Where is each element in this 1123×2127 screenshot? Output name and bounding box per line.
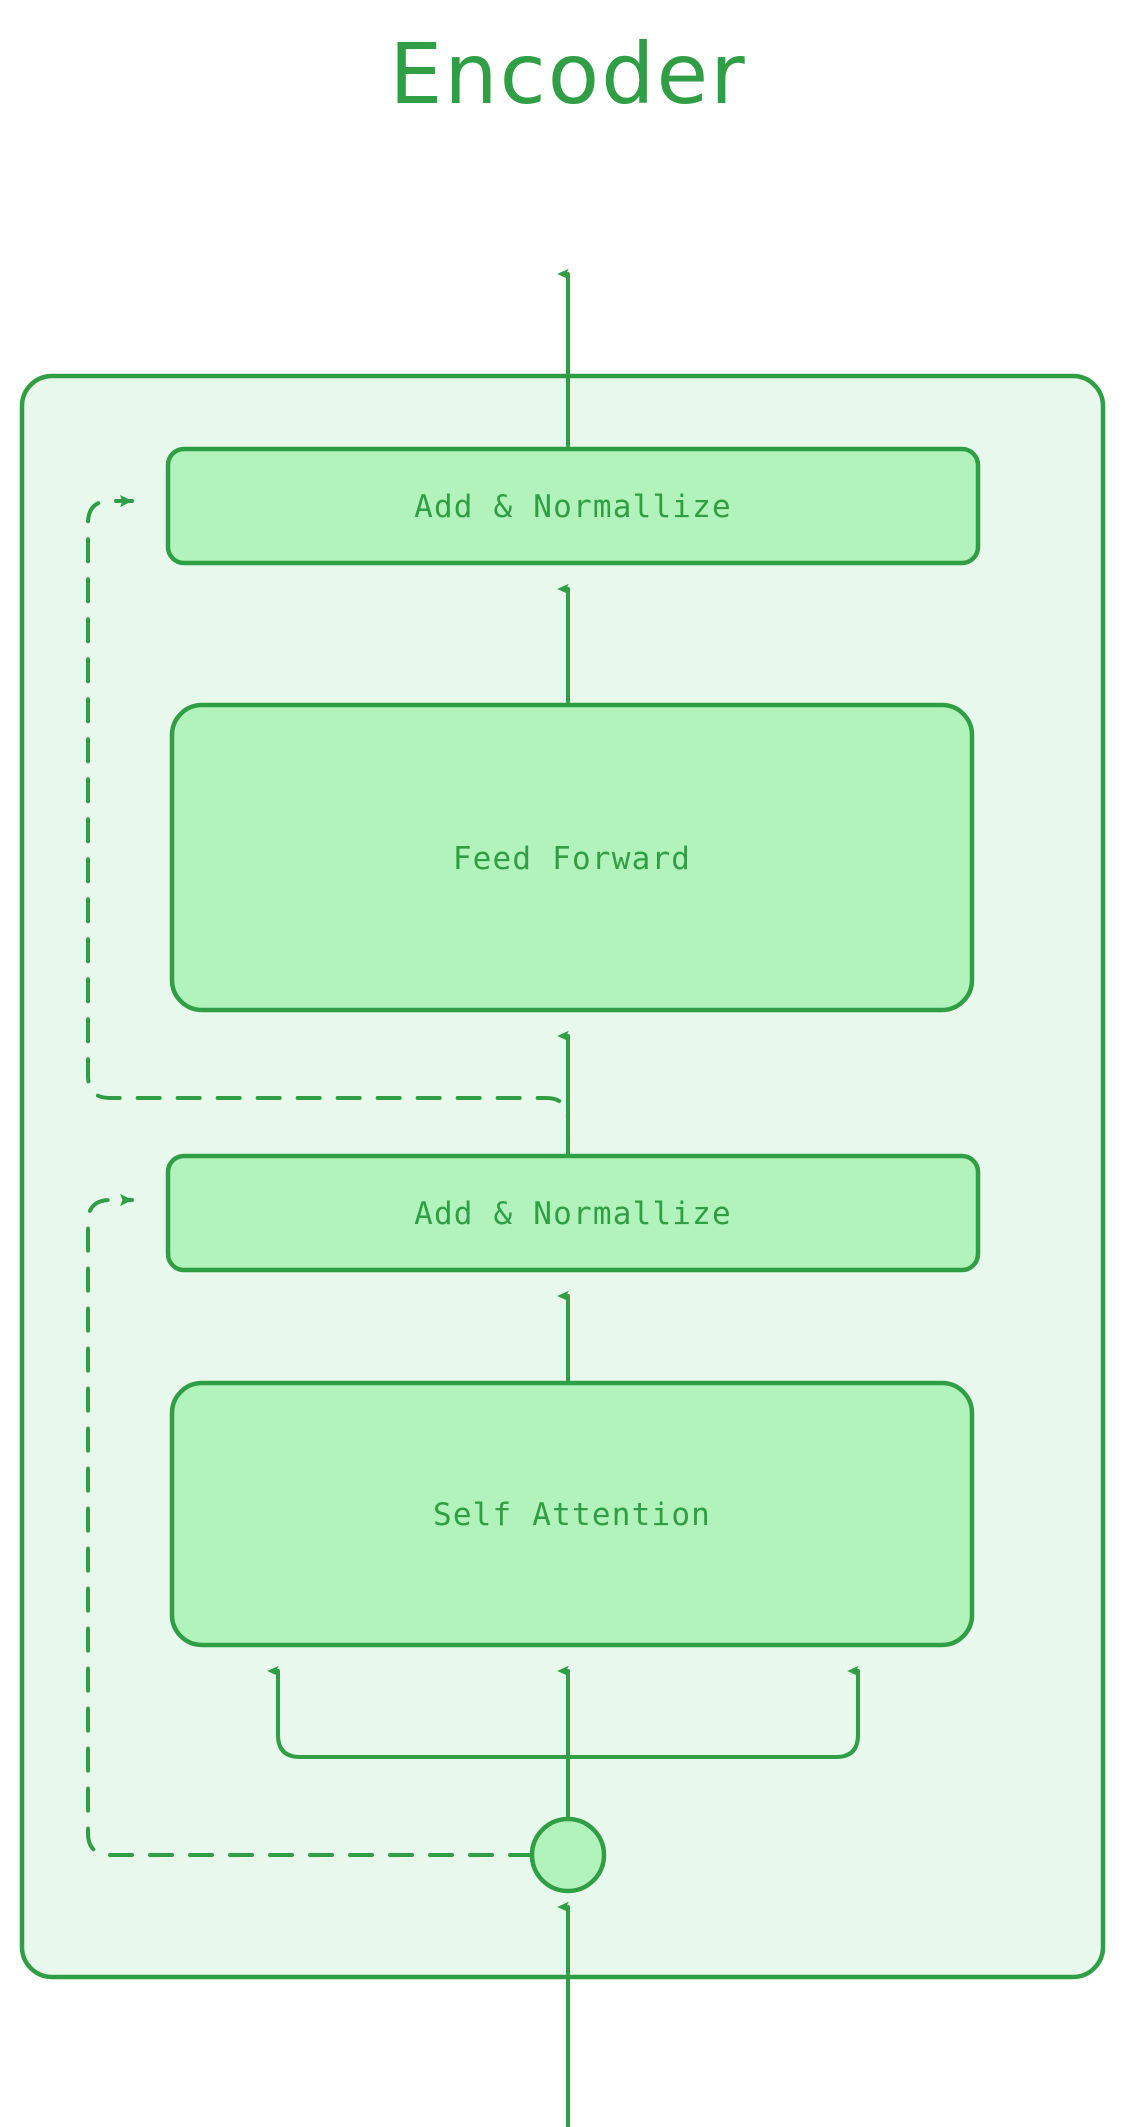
edge-junction-to-attention-right xyxy=(566,1665,860,1759)
node-self-attention-box[interactable] xyxy=(169,1380,975,1648)
node-add-norm-top-box[interactable] xyxy=(165,446,981,566)
edge-residual-bottom xyxy=(86,1194,534,1857)
diagram-title: Encoder xyxy=(389,25,746,123)
edge-residual-top xyxy=(86,495,570,1140)
node-feed-forward-box[interactable] xyxy=(169,702,975,1013)
node-feed-forward-label: Feed Forward xyxy=(453,841,691,877)
edge-junction-to-attention-left xyxy=(267,1665,570,1759)
input-junction-circle[interactable] xyxy=(529,1816,607,1894)
node-add-norm-bottom-label: Add & Normallize xyxy=(414,1196,732,1232)
node-add-norm-top[interactable]: Add & Normallize xyxy=(165,446,981,566)
node-self-attention-label: Self Attention xyxy=(433,1497,711,1533)
node-add-norm-top-label: Add & Normallize xyxy=(414,489,732,525)
edge-layer xyxy=(86,268,860,2127)
node-self-attention[interactable]: Self Attention xyxy=(169,1380,975,1648)
node-add-norm-bottom[interactable]: Add & Normallize xyxy=(165,1153,981,1273)
node-add-norm-bottom-box[interactable] xyxy=(165,1153,981,1273)
node-feed-forward[interactable]: Feed Forward xyxy=(169,702,975,1013)
node-input-junction[interactable] xyxy=(529,1816,607,1894)
